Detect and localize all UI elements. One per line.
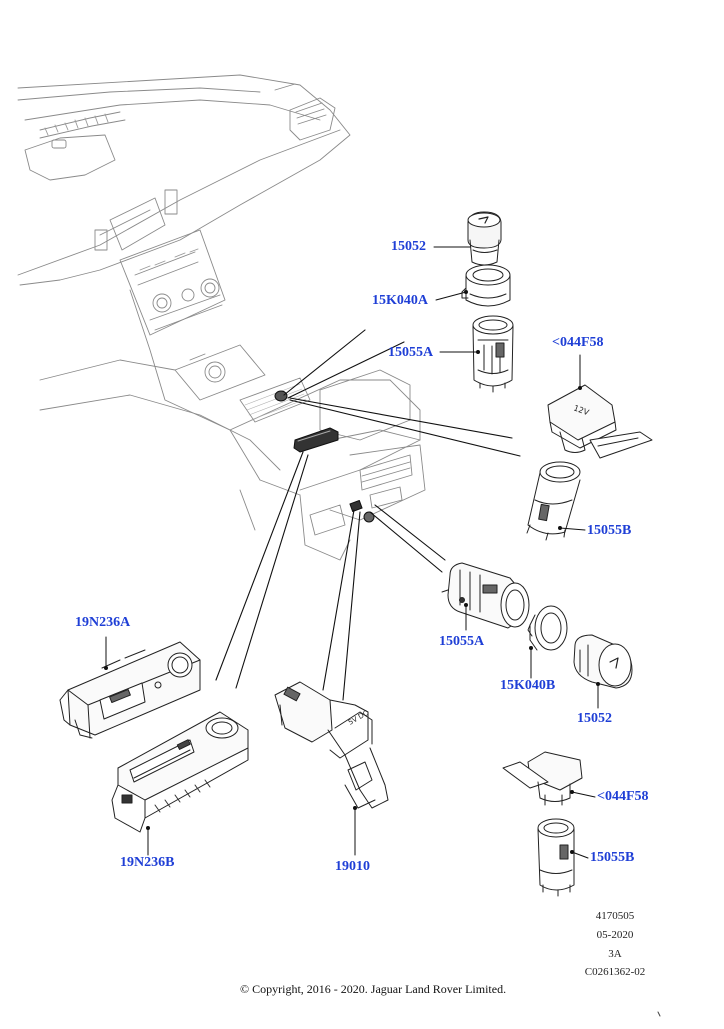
- retaining-ring-top: [461, 264, 511, 307]
- diagram-date: 05-2020: [596, 929, 634, 941]
- aux-module-a: [59, 641, 201, 739]
- socket-cap-top: 12V: [547, 384, 653, 459]
- usb-power-socket: 5V DC: [274, 681, 389, 809]
- callout-15055B-mid[interactable]: 15055B: [587, 523, 632, 538]
- socket-housing-top: [472, 315, 514, 393]
- connector-lines: [215, 329, 521, 701]
- callout-15K040A[interactable]: 15K040A: [372, 293, 428, 308]
- socket-housing-mid-b: [526, 461, 581, 541]
- callout-15K040B[interactable]: 15K040B: [500, 678, 556, 693]
- diagram-code: C0261362-02: [584, 966, 646, 978]
- callout-044F58-bottom[interactable]: <044F58: [597, 789, 649, 804]
- callout-19N236A[interactable]: 19N236A: [75, 615, 131, 630]
- cigar-lighter-top: [467, 211, 502, 266]
- retaining-ring-mid: [527, 605, 568, 651]
- cigar-lighter-mid: [573, 634, 633, 689]
- diagram-revision: 3A: [608, 948, 622, 960]
- callout-leaders: [104, 246, 600, 859]
- dashboard-illustration: [17, 74, 426, 561]
- aux-module-b: [111, 711, 249, 833]
- console-part-markers: [274, 390, 375, 523]
- callout-15052-top[interactable]: 15052: [391, 239, 426, 254]
- socket-housing-mid-a: [441, 562, 530, 629]
- callout-15052-mid[interactable]: 15052: [577, 711, 612, 726]
- callout-19N236B[interactable]: 19N236B: [120, 855, 175, 870]
- callout-15055A-mid[interactable]: 15055A: [439, 634, 485, 649]
- callout-15055A-top[interactable]: 15055A: [388, 345, 434, 360]
- socket-cap-bottom: [502, 751, 583, 806]
- diagram-number: 4170505: [595, 910, 635, 922]
- pdf-cap-label: 5V DC: [347, 709, 370, 727]
- callout-044F58-top[interactable]: <044F58: [552, 335, 604, 350]
- callout-15055B-bottom[interactable]: 15055B: [590, 850, 635, 865]
- copyright-notice: © Copyright, 2016 - 2020. Jaguar Land Ro…: [240, 982, 507, 996]
- socket-housing-bottom-b: [537, 818, 575, 897]
- callout-19010[interactable]: 19010: [335, 859, 370, 874]
